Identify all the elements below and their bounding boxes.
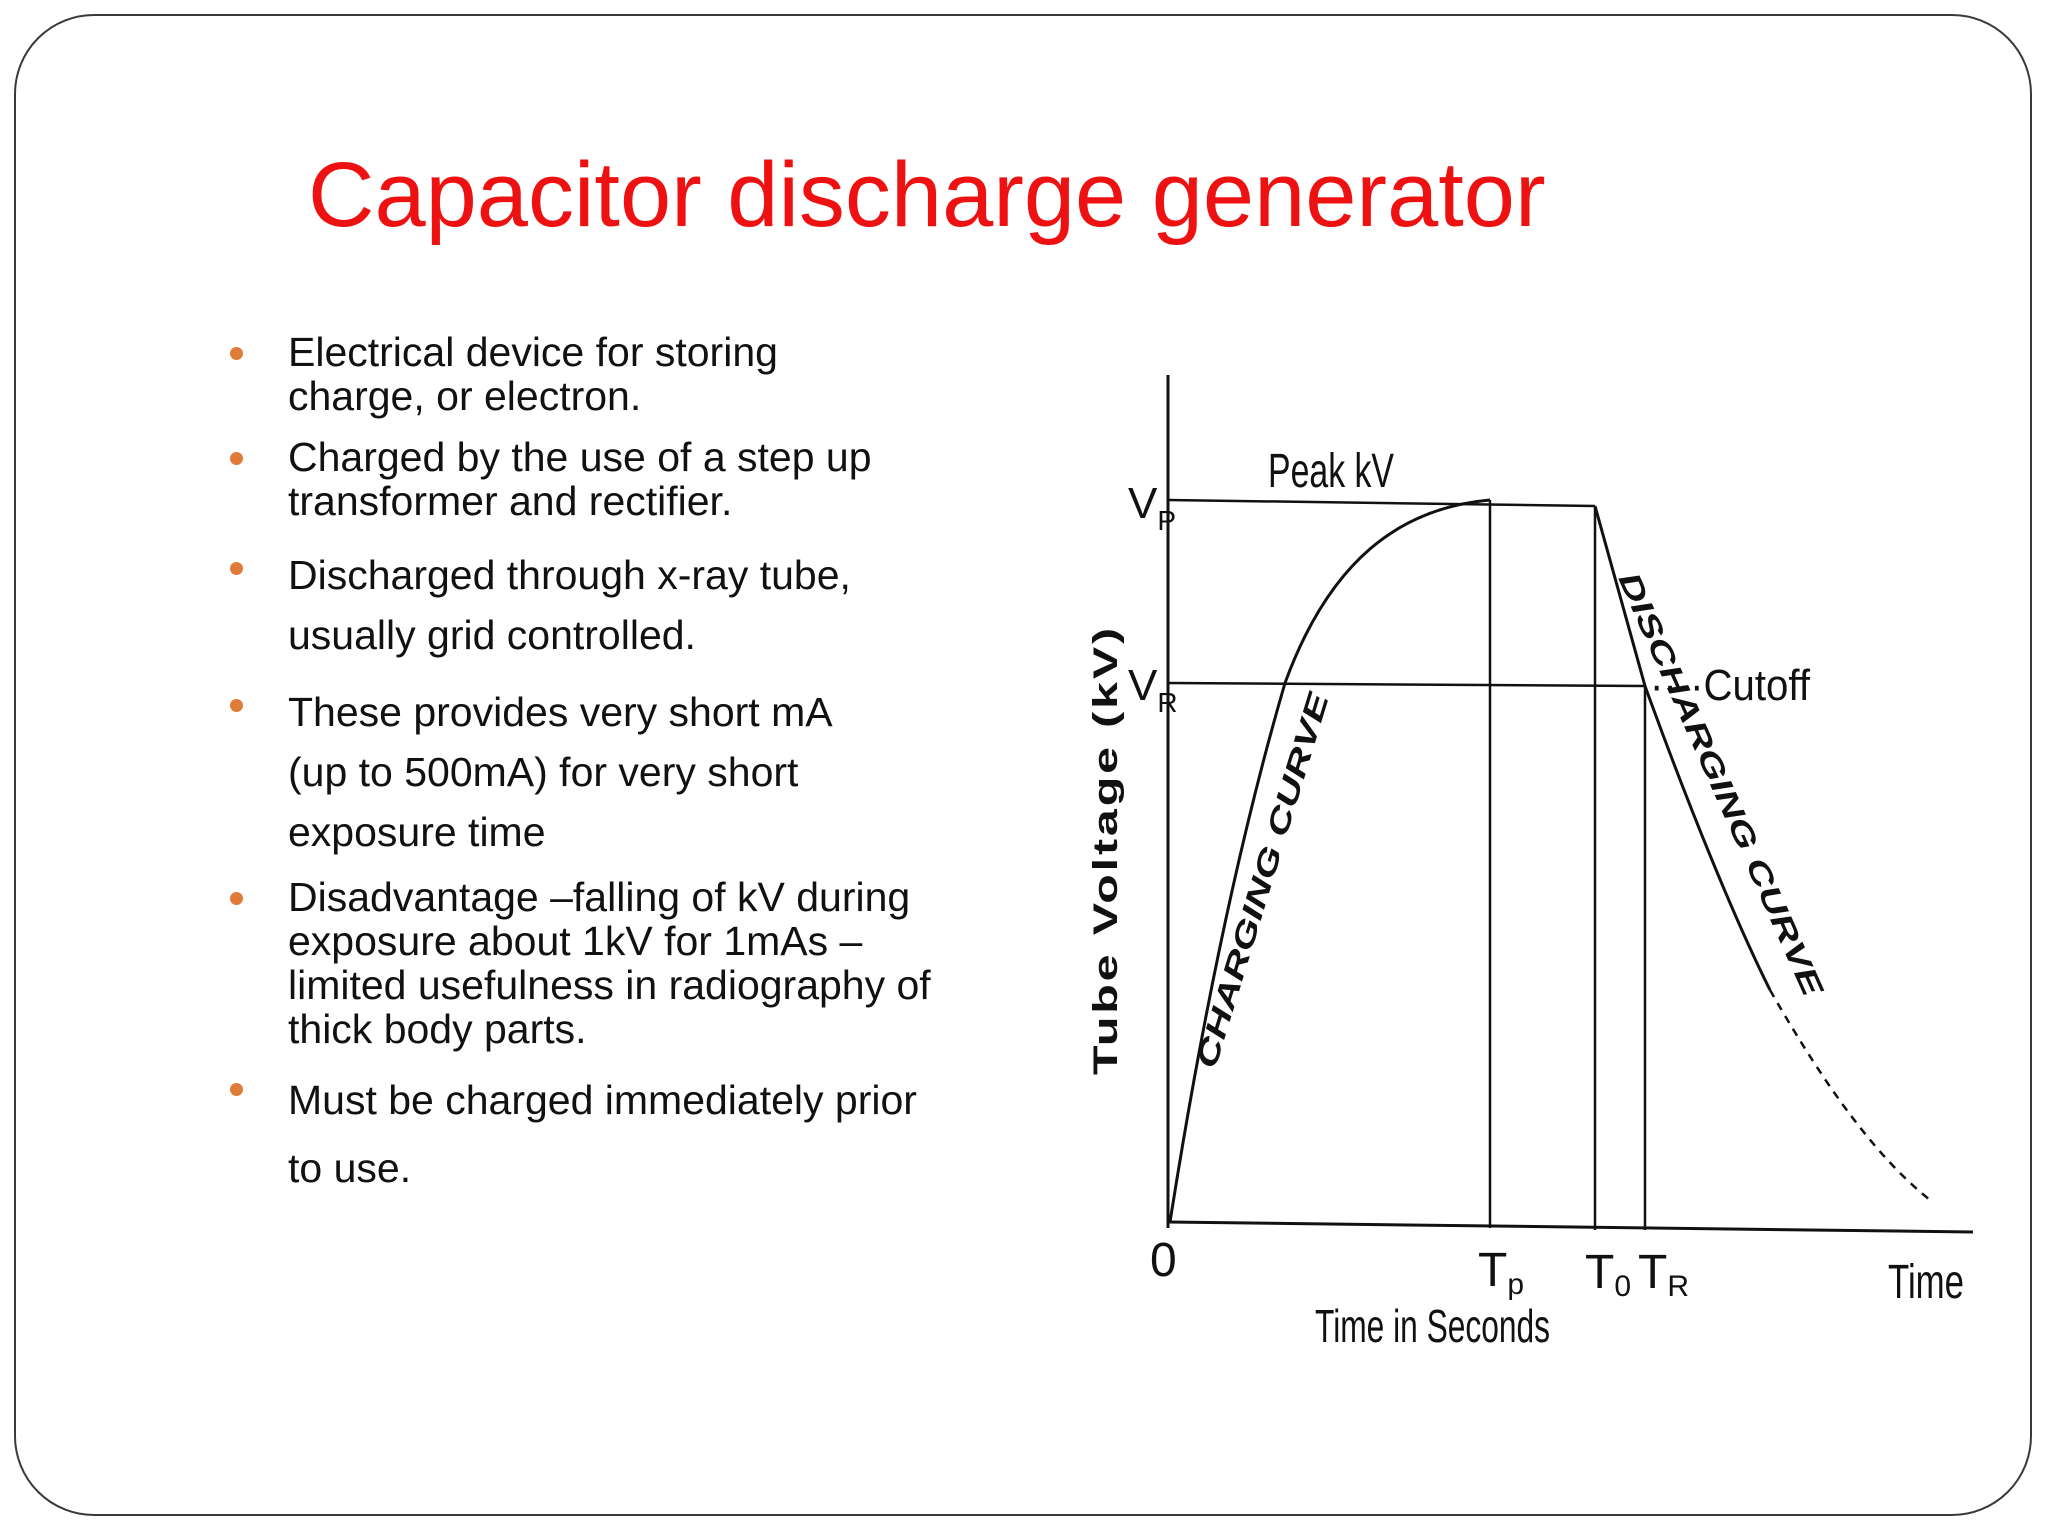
x-axis [1167,1220,1974,1234]
bullet-text: These provides very short mA(up to 500mA… [288,689,833,855]
tp-label: Tp [1478,1244,1524,1301]
bullet-text: Discharged through x-ray tube,usually gr… [288,552,851,658]
bullet-dot-icon [230,347,243,360]
bullet-dot-icon [230,452,243,465]
peak-kv-label: Peak kV [1268,445,1394,498]
discharging-curve-extension [1768,989,1931,1201]
charging-curve-label: CHARGING CURVE [1190,688,1336,1072]
bullet-dot-icon [230,699,243,712]
vr-label: VR [1128,661,1178,718]
bullet-dot-icon [230,562,243,575]
y-axis-label: Tube Voltage (kV) [1087,625,1125,1075]
vp-label: VP [1128,479,1176,536]
voltage-time-diagram: Peak kV VP VR ····Cutoff 0 Tp T0 TR Time… [1087,375,1974,1352]
charging-curve [1168,498,1491,1223]
origin-label: 0 [1150,1234,1177,1287]
x-end-label: Time [1888,1256,1964,1309]
slide-title: Capacitor discharge generator [308,144,1546,246]
slide-frame [14,14,2032,1516]
cutoff-label: ····Cutoff [1650,661,1811,710]
t0-label: T0 [1585,1246,1631,1303]
tr-label: TR [1638,1246,1689,1303]
bullet-dot-icon [230,1083,243,1096]
cutoff-voltage-line [1167,681,1646,688]
peak-voltage-line [1167,498,1596,508]
bullet-dot-icon [230,892,243,905]
discharging-curve [1593,505,1772,991]
x-axis-label: Time in Seconds [1315,1300,1550,1352]
